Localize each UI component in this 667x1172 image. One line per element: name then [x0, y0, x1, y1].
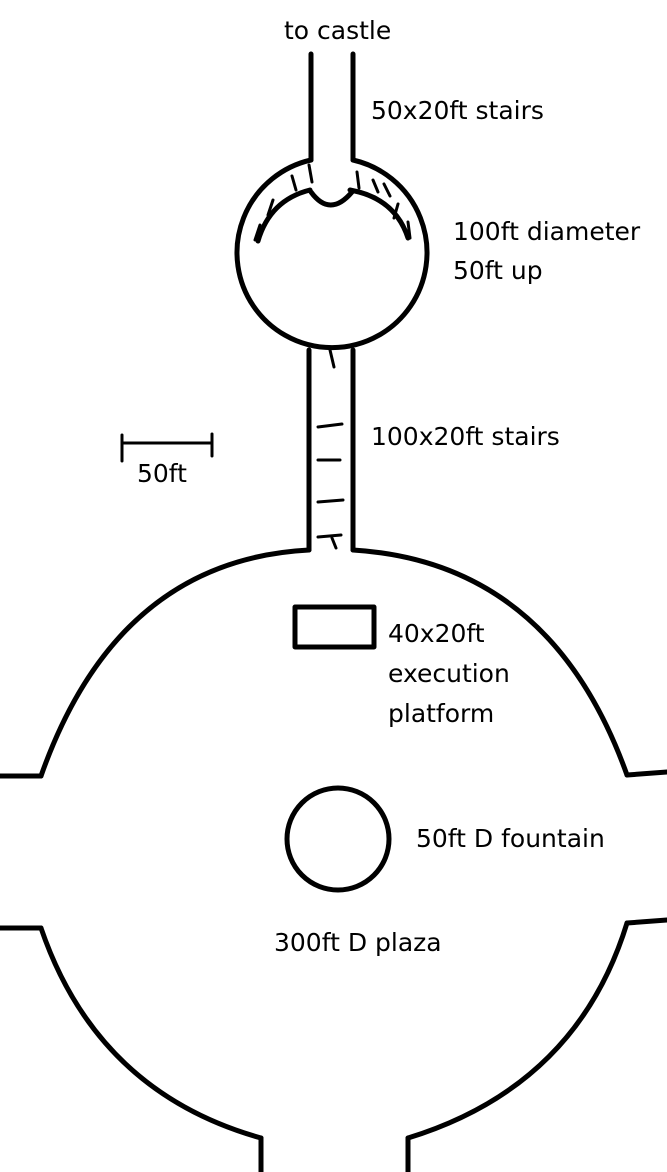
plaza-outline: [0, 547, 667, 1172]
upper-stairs: [308, 51, 356, 163]
to-castle-label: to castle: [284, 16, 391, 45]
platform-label-line3: platform: [388, 699, 494, 728]
platform-label-line2: execution: [388, 659, 510, 688]
elevated-landing: [234, 157, 430, 351]
fountain: [284, 785, 392, 893]
plaza-label: 300ft D plaza: [274, 928, 442, 957]
landing-height-label: 50ft up: [453, 256, 543, 285]
scale-bar: [120, 432, 214, 463]
fountain-label: 50ft D fountain: [416, 824, 605, 853]
lower-stairs-label: 100x20ft stairs: [371, 422, 560, 451]
scale-bar-label: 50ft: [137, 459, 187, 488]
landing-diameter-label: 100ft diameter: [453, 217, 641, 246]
platform-label-line1: 40x20ft: [388, 619, 485, 648]
upper-stairs-label: 50x20ft stairs: [371, 96, 544, 125]
lower-stairs: [306, 347, 356, 553]
execution-platform: [292, 604, 377, 650]
